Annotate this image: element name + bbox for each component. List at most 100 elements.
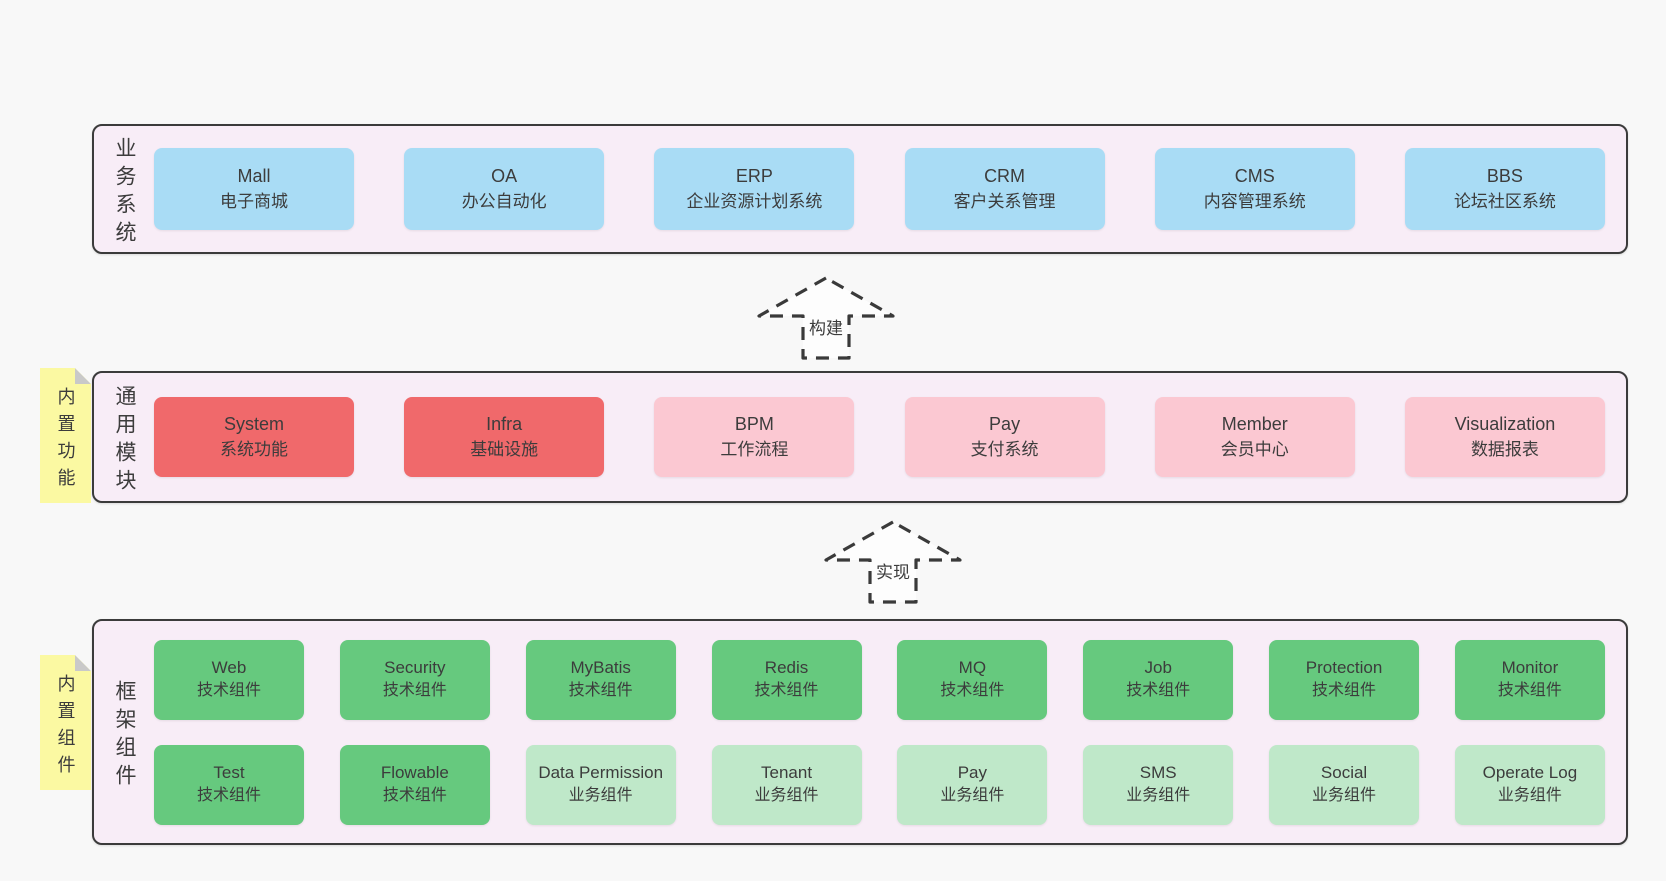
layer-common-modules: 通用模块 System 系统功能 Infra 基础设施 BPM 工作流程 Pay…	[92, 371, 1628, 503]
box-system: System 系统功能	[154, 397, 354, 477]
box-test: Test 技术组件	[154, 744, 304, 825]
box-name: Protection	[1305, 658, 1383, 678]
box-name: Visualization	[1454, 414, 1556, 435]
sticky-note-builtin-components: 内置组件	[40, 655, 91, 790]
box-name: Operate Log	[1482, 763, 1578, 783]
sticky-fold-icon	[75, 655, 91, 671]
module-boxes: System 系统功能 Infra 基础设施 BPM 工作流程 Pay 支付系统…	[154, 373, 1626, 501]
box-name: Flowable	[380, 763, 449, 783]
sticky-text: 内置组件	[55, 673, 76, 782]
build-arrow-label: 构建	[806, 314, 846, 339]
box-pay: Pay 支付系统	[904, 397, 1105, 477]
box-desc: 技术组件	[196, 787, 261, 805]
sticky-note-builtin-functions: 内置功能	[40, 368, 91, 503]
box-name: OA	[491, 166, 518, 187]
box-crm: CRM 客户关系管理	[904, 148, 1105, 230]
box-desc: 技术组件	[196, 682, 261, 700]
implement-arrow: 实现	[823, 520, 963, 604]
box-desc: 业务组件	[1497, 787, 1562, 805]
box-desc: 支付系统	[970, 439, 1039, 459]
box-name: Member	[1221, 414, 1288, 435]
box-desc: 基础设施	[470, 439, 539, 459]
box-name: BPM	[734, 414, 774, 435]
box-name: Pay	[957, 763, 988, 783]
box-name: Pay	[989, 414, 1021, 435]
box-mq: MQ 技术组件	[897, 639, 1048, 720]
box-operate-log: Operate Log 业务组件	[1454, 744, 1605, 825]
component-row-1: Web 技术组件 Security 技术组件 MyBatis 技术组件 Redi…	[154, 639, 1605, 720]
box-protection: Protection 技术组件	[1269, 639, 1420, 720]
box-desc: 技术组件	[568, 682, 633, 700]
box-name: Redis	[764, 658, 809, 678]
box-sms: SMS 业务组件	[1083, 744, 1234, 825]
box-name: SMS	[1139, 763, 1177, 783]
box-cms: CMS 内容管理系统	[1154, 148, 1355, 230]
box-visualization: Visualization 数据报表	[1404, 397, 1605, 477]
box-desc: 技术组件	[382, 787, 447, 805]
box-desc: 工作流程	[720, 439, 789, 459]
box-desc: 会员中心	[1220, 439, 1289, 459]
box-name: Infra	[486, 414, 523, 435]
box-infra: Infra 基础设施	[404, 397, 605, 477]
box-desc: 业务组件	[940, 787, 1005, 805]
component-row-2: Test 技术组件 Flowable 技术组件 Data Permission …	[154, 744, 1605, 825]
box-name: MQ	[958, 658, 987, 678]
box-desc: 技术组件	[1497, 682, 1562, 700]
box-name: Social	[1320, 763, 1368, 783]
sticky-text: 内置功能	[55, 386, 76, 495]
box-desc: 客户关系管理	[953, 191, 1056, 211]
box-desc: 技术组件	[940, 682, 1005, 700]
box-desc: 技术组件	[1312, 682, 1377, 700]
box-desc: 数据报表	[1470, 439, 1539, 459]
layer-framework-components: 框架组件 Web 技术组件 Security 技术组件 MyBatis 技术组件…	[92, 619, 1628, 845]
box-mall: Mall 电子商城	[154, 148, 354, 230]
box-name: Monitor	[1501, 658, 1559, 678]
box-desc: 业务组件	[568, 787, 633, 805]
box-flowable: Flowable 技术组件	[339, 744, 490, 825]
box-desc: 业务组件	[754, 787, 819, 805]
box-desc: 业务组件	[1126, 787, 1191, 805]
box-name: System	[223, 414, 284, 435]
box-bbs: BBS 论坛社区系统	[1404, 148, 1605, 230]
box-social: Social 业务组件	[1269, 744, 1420, 825]
box-name: Mall	[237, 166, 271, 187]
layer-business-systems: 业务系统 Mall 电子商城 OA 办公自动化 ERP 企业资源计划系统 CRM…	[92, 124, 1628, 254]
box-desc: 系统功能	[220, 439, 288, 459]
box-name: CRM	[984, 166, 1026, 187]
box-name: Web	[211, 658, 247, 678]
box-tenant: Tenant 业务组件	[711, 744, 862, 825]
box-job: Job 技术组件	[1083, 639, 1234, 720]
box-name: Test	[213, 763, 245, 783]
box-desc: 内容管理系统	[1203, 191, 1306, 211]
box-desc: 办公自动化	[461, 191, 547, 211]
box-web: Web 技术组件	[154, 639, 304, 720]
box-desc: 企业资源计划系统	[686, 191, 823, 211]
box-name: Data Permission	[538, 763, 664, 783]
box-name: BBS	[1486, 166, 1523, 187]
box-erp: ERP 企业资源计划系统	[654, 148, 855, 230]
box-desc: 技术组件	[382, 682, 447, 700]
box-name: MyBatis	[570, 658, 631, 678]
box-redis: Redis 技术组件	[711, 639, 862, 720]
business-boxes: Mall 电子商城 OA 办公自动化 ERP 企业资源计划系统 CRM 客户关系…	[154, 126, 1626, 252]
box-desc: 技术组件	[1126, 682, 1191, 700]
layer-modules-label: 通用模块	[113, 385, 136, 497]
box-desc: 技术组件	[754, 682, 819, 700]
box-name: CMS	[1234, 166, 1275, 187]
implement-arrow-label: 实现	[873, 558, 913, 583]
box-name: ERP	[735, 166, 773, 187]
box-monitor: Monitor 技术组件	[1454, 639, 1605, 720]
layer-components-label: 框架组件	[113, 680, 136, 792]
box-bpm: BPM 工作流程	[654, 397, 855, 477]
box-member: Member 会员中心	[1154, 397, 1355, 477]
box-pay-business: Pay 业务组件	[897, 744, 1048, 825]
box-desc: 电子商城	[220, 191, 288, 211]
sticky-fold-icon	[75, 368, 91, 384]
box-desc: 业务组件	[1312, 787, 1377, 805]
layer-business-label: 业务系统	[113, 137, 136, 249]
build-arrow: 构建	[756, 276, 896, 360]
box-oa: OA 办公自动化	[404, 148, 605, 230]
box-security: Security 技术组件	[339, 639, 490, 720]
box-mybatis: MyBatis 技术组件	[525, 639, 676, 720]
box-name: Security	[384, 658, 446, 678]
